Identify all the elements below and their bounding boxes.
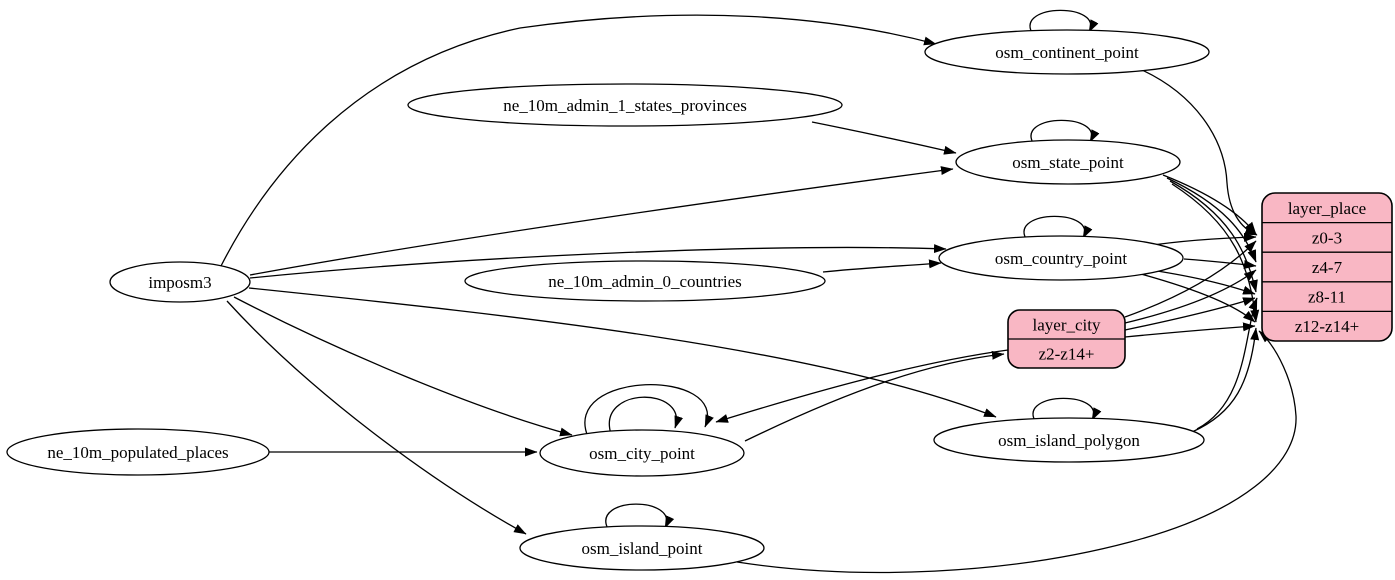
edge-osm_state_point-to-layer_place-z0-3	[1162, 174, 1257, 235]
node-imposm3: imposm3	[109, 261, 251, 303]
node-shape-ne_10m_populated_places	[6, 428, 270, 476]
edge-imposm3-to-osm_continent_point	[220, 14, 937, 267]
edge-imposm3-to-osm_state_point	[249, 166, 954, 276]
edge-layer_city-to-layer_place-z0-3	[1124, 240, 1257, 318]
node-osm_continent_point: osm_continent_point	[924, 29, 1210, 75]
node-osm_country_point: osm_country_point	[938, 235, 1184, 281]
node-osm_island_polygon: osm_island_polygon	[933, 417, 1205, 463]
node-shape-osm_country_point	[938, 235, 1184, 281]
node-shape-ne_10m_admin_1_states_provinces	[407, 83, 843, 127]
node-shape-osm_island_point	[519, 525, 765, 571]
edge-osm_island_point-to-layer_place-z12-z14+	[736, 330, 1297, 574]
edge-imposm3-to-osm_island_polygon	[248, 287, 997, 418]
record-box-layer_place	[1261, 192, 1393, 342]
edge-imposm3-to-osm_country_point	[249, 244, 947, 279]
node-label-ne_10m_admin_0_countries: ne_10m_admin_0_countries	[548, 272, 742, 291]
edge-layer_city-to-layer_place-z4-7	[1124, 269, 1257, 324]
node-label-osm_state_point: osm_state_point	[1012, 153, 1124, 172]
record-row-layer_place-z0-3: z0-3	[1312, 228, 1342, 247]
edge-osm_continent_point-to-layer_place-z0-3	[1132, 65, 1258, 236]
node-label-osm_country_point: osm_country_point	[995, 249, 1127, 268]
record-layer_place: layer_place z0-3 z4-7 z8-11 z12-z14+	[1261, 192, 1393, 342]
edge-layer_city-to-layer_place-z8-11	[1124, 297, 1256, 331]
node-shape-osm_continent_point	[924, 29, 1210, 75]
edge-osm_country_point-to-layer_place-z0-3	[1145, 232, 1257, 247]
node-osm_island_point: osm_island_point	[519, 525, 765, 571]
node-osm_city_point: osm_city_point	[539, 429, 745, 477]
edge-layer_city-to-osm_city_point	[715, 349, 1009, 423]
node-label-osm_city_point: osm_city_point	[589, 444, 695, 463]
edge-ne_10m_admin_0_countries-to-osm_country_point	[822, 259, 942, 273]
node-shape-osm_city_point	[539, 429, 745, 477]
edge-osm_continent_point-to-osm_continent_point-self-loop	[1029, 9, 1099, 34]
node-ne_10m_admin_0_countries: ne_10m_admin_0_countries	[464, 260, 826, 302]
record-row-layer_place-z8-11: z8-11	[1308, 288, 1346, 307]
edge-ne_10m_admin_1_states_provinces-to-osm_state_point	[811, 121, 957, 155]
record-title-layer_city: layer_city	[1033, 316, 1101, 335]
node-ne_10m_populated_places: ne_10m_populated_places	[6, 428, 270, 476]
edge-osm_island_polygon-to-layer_place-z12-z14+	[1191, 327, 1260, 433]
edge-osm_country_point-to-layer_place-z8-11	[1150, 269, 1256, 295]
edge-osm_country_point-to-osm_country_point-self-loop	[1023, 215, 1093, 240]
edges-layer	[220, 9, 1297, 574]
record-row-layer_place-z4-7: z4-7	[1312, 258, 1343, 277]
edge-osm_city_point-to-layer_city-z2-z14+	[744, 350, 1005, 442]
nodes-layer: imposm3 ne_10m_admin_1_states_provincesne…	[6, 29, 1393, 571]
node-label-ne_10m_populated_places: ne_10m_populated_places	[47, 443, 228, 462]
edge-imposm3-to-osm_island_point	[226, 300, 527, 535]
node-shape-imposm3	[109, 261, 251, 303]
edge-osm_island_polygon-to-layer_place-z8-11	[1196, 297, 1258, 430]
node-label-osm_continent_point: osm_continent_point	[995, 43, 1139, 62]
edge-osm_state_point-to-osm_state_point-self-loop	[1030, 119, 1100, 144]
edge-osm_city_point-to-osm_city_point-self-loop-outer	[584, 384, 714, 438]
edge-osm_city_point-to-osm_city_point-self-loop-inner	[608, 396, 684, 435]
record-title-layer_place: layer_place	[1288, 199, 1366, 218]
node-shape-osm_state_point	[955, 139, 1181, 185]
record-row-layer_city-z2-z14+: z2-z14+	[1039, 345, 1095, 364]
edge-osm_island_polygon-to-osm_island_polygon-self-loop	[1032, 397, 1102, 422]
node-label-osm_island_polygon: osm_island_polygon	[998, 431, 1140, 450]
edge-osm_island_point-to-osm_island_point-self-loop	[605, 503, 675, 530]
edge-imposm3-to-osm_city_point	[233, 296, 573, 437]
node-shape-osm_island_polygon	[933, 417, 1205, 463]
edge-osm_country_point-to-layer_place-z4-7	[1183, 258, 1257, 269]
record-layer_city: layer_city z2-z14+	[1007, 309, 1126, 369]
node-shape-ne_10m_admin_0_countries	[464, 260, 826, 302]
node-ne_10m_admin_1_states_provinces: ne_10m_admin_1_states_provinces	[407, 83, 843, 127]
node-osm_state_point: osm_state_point	[955, 139, 1181, 185]
node-label-imposm3: imposm3	[148, 273, 211, 292]
edge-layer_city-to-layer_place-z12-z14+	[1124, 322, 1256, 338]
node-label-osm_island_point: osm_island_point	[582, 539, 703, 558]
edge-osm_country_point-to-layer_place-z12-z14+	[1140, 273, 1256, 323]
record-row-layer_place-z12-z14+: z12-z14+	[1295, 317, 1359, 336]
node-label-ne_10m_admin_1_states_provinces: ne_10m_admin_1_states_provinces	[503, 96, 747, 115]
